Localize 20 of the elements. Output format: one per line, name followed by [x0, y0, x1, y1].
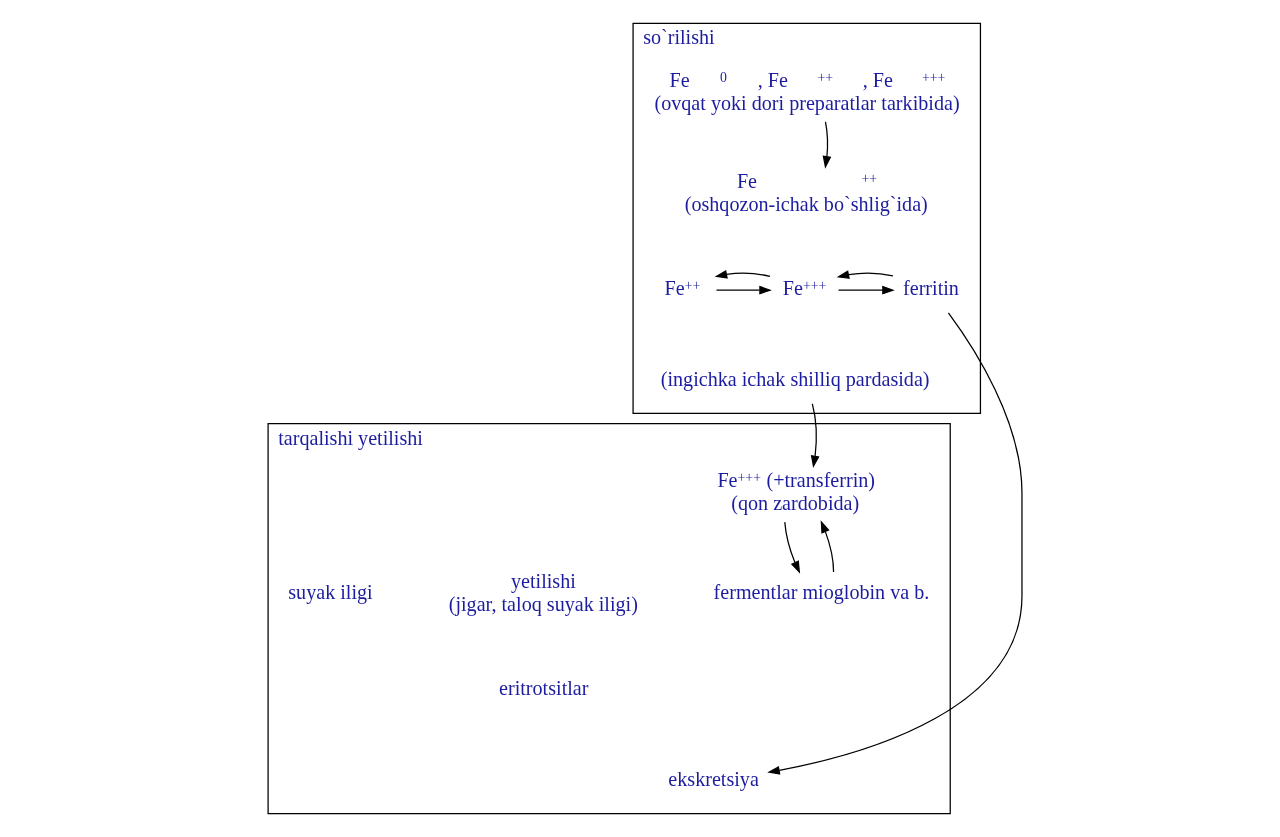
node-text: (ingichka ichak shilliq pardasida)	[660, 367, 930, 390]
arrow	[714, 269, 771, 279]
arrow	[837, 285, 895, 295]
node-text: Fe+++	[782, 276, 827, 299]
arrow	[715, 285, 772, 295]
node-text: eritrotsitlar	[499, 677, 589, 700]
arrow	[784, 521, 801, 574]
node-text: ekskretsiya	[668, 767, 759, 790]
node-text: Fe+++ (+transferrin) (qon zardobida)	[717, 469, 876, 515]
node-text: suyak iligi	[288, 581, 373, 604]
node-text: Fe++	[664, 276, 701, 299]
node-text: ferritin	[903, 276, 959, 299]
node-text: Fe++ (oshqozon-ichak bo`shlig`ida)	[684, 169, 928, 215]
node-text: fermentlar mioglobin va b.	[713, 581, 930, 604]
arrow	[810, 403, 820, 469]
node-text: yetilishi (jigar, taloq suyak iligi)	[448, 570, 638, 615]
arrow	[836, 270, 894, 279]
arrow	[767, 312, 1023, 775]
arrow	[820, 520, 835, 573]
arrow	[822, 121, 832, 169]
